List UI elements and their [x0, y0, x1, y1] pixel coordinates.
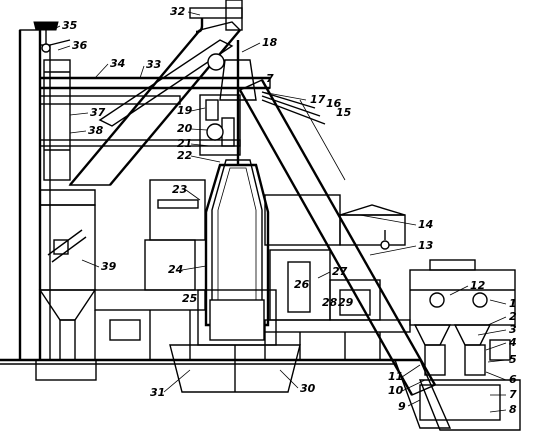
label-31: 31 — [150, 386, 165, 399]
gas-uptake-secondary — [98, 39, 234, 127]
label-25: 25 — [182, 292, 198, 305]
top-pulley — [33, 21, 59, 53]
label-19: 19 — [177, 104, 193, 117]
hoist-cables — [261, 91, 346, 181]
label-7-top: 7 — [266, 72, 274, 85]
label-5: 5 — [509, 353, 517, 366]
label-36: 36 — [72, 39, 88, 52]
label-20: 20 — [177, 122, 193, 135]
left-lattice-tower — [18, 29, 71, 361]
ore-bins — [429, 292, 511, 361]
right-building — [339, 204, 406, 250]
label-37: 37 — [90, 106, 106, 119]
label-9: 9 — [398, 400, 406, 413]
label-24: 24 — [168, 263, 183, 276]
label-10: 10 — [388, 384, 404, 397]
label-32: 32 — [170, 5, 186, 18]
top-truss-34 — [39, 76, 271, 90]
label-28: 28 — [322, 296, 338, 309]
blast-furnace-shell — [197, 159, 277, 346]
label-2: 2 — [509, 310, 517, 323]
label-8: 8 — [509, 403, 517, 416]
callout-labels: 35 36 32 18 34 33 7 17 16 15 37 38 19 20… — [62, 5, 517, 416]
label-6: 6 — [509, 373, 517, 386]
label-35: 35 — [62, 19, 78, 32]
furnace-top — [199, 40, 257, 165]
skip-pit — [393, 259, 521, 431]
label-21: 21 — [177, 137, 192, 150]
label-3: 3 — [509, 323, 517, 336]
label-17: 17 — [310, 93, 326, 106]
label-1: 1 — [509, 297, 517, 310]
label-33: 33 — [146, 58, 162, 71]
label-7-bottom: 7 — [509, 388, 517, 401]
label-34: 34 — [110, 57, 125, 70]
label-30: 30 — [300, 382, 316, 395]
label-39: 39 — [101, 260, 117, 273]
label-18: 18 — [262, 36, 278, 49]
right-casting-house — [264, 194, 411, 360]
top-crane — [189, 0, 243, 34]
dust-catcher — [35, 59, 97, 381]
skip-bridge — [238, 79, 437, 396]
label-26: 26 — [294, 278, 310, 291]
foundation — [169, 344, 301, 393]
label-27: 27 — [332, 265, 348, 278]
label-22: 22 — [177, 149, 193, 162]
label-14: 14 — [418, 218, 433, 231]
label-15: 15 — [336, 106, 352, 119]
label-11: 11 — [388, 370, 403, 383]
leader-lines — [51, 11, 507, 413]
label-23: 23 — [172, 183, 188, 196]
label-29: 29 — [338, 296, 354, 309]
label-12: 12 — [470, 279, 486, 292]
label-16: 16 — [326, 97, 342, 110]
left-casting-house — [94, 179, 206, 360]
label-13: 13 — [418, 239, 434, 252]
label-38: 38 — [88, 124, 104, 137]
label-4: 4 — [508, 336, 517, 349]
